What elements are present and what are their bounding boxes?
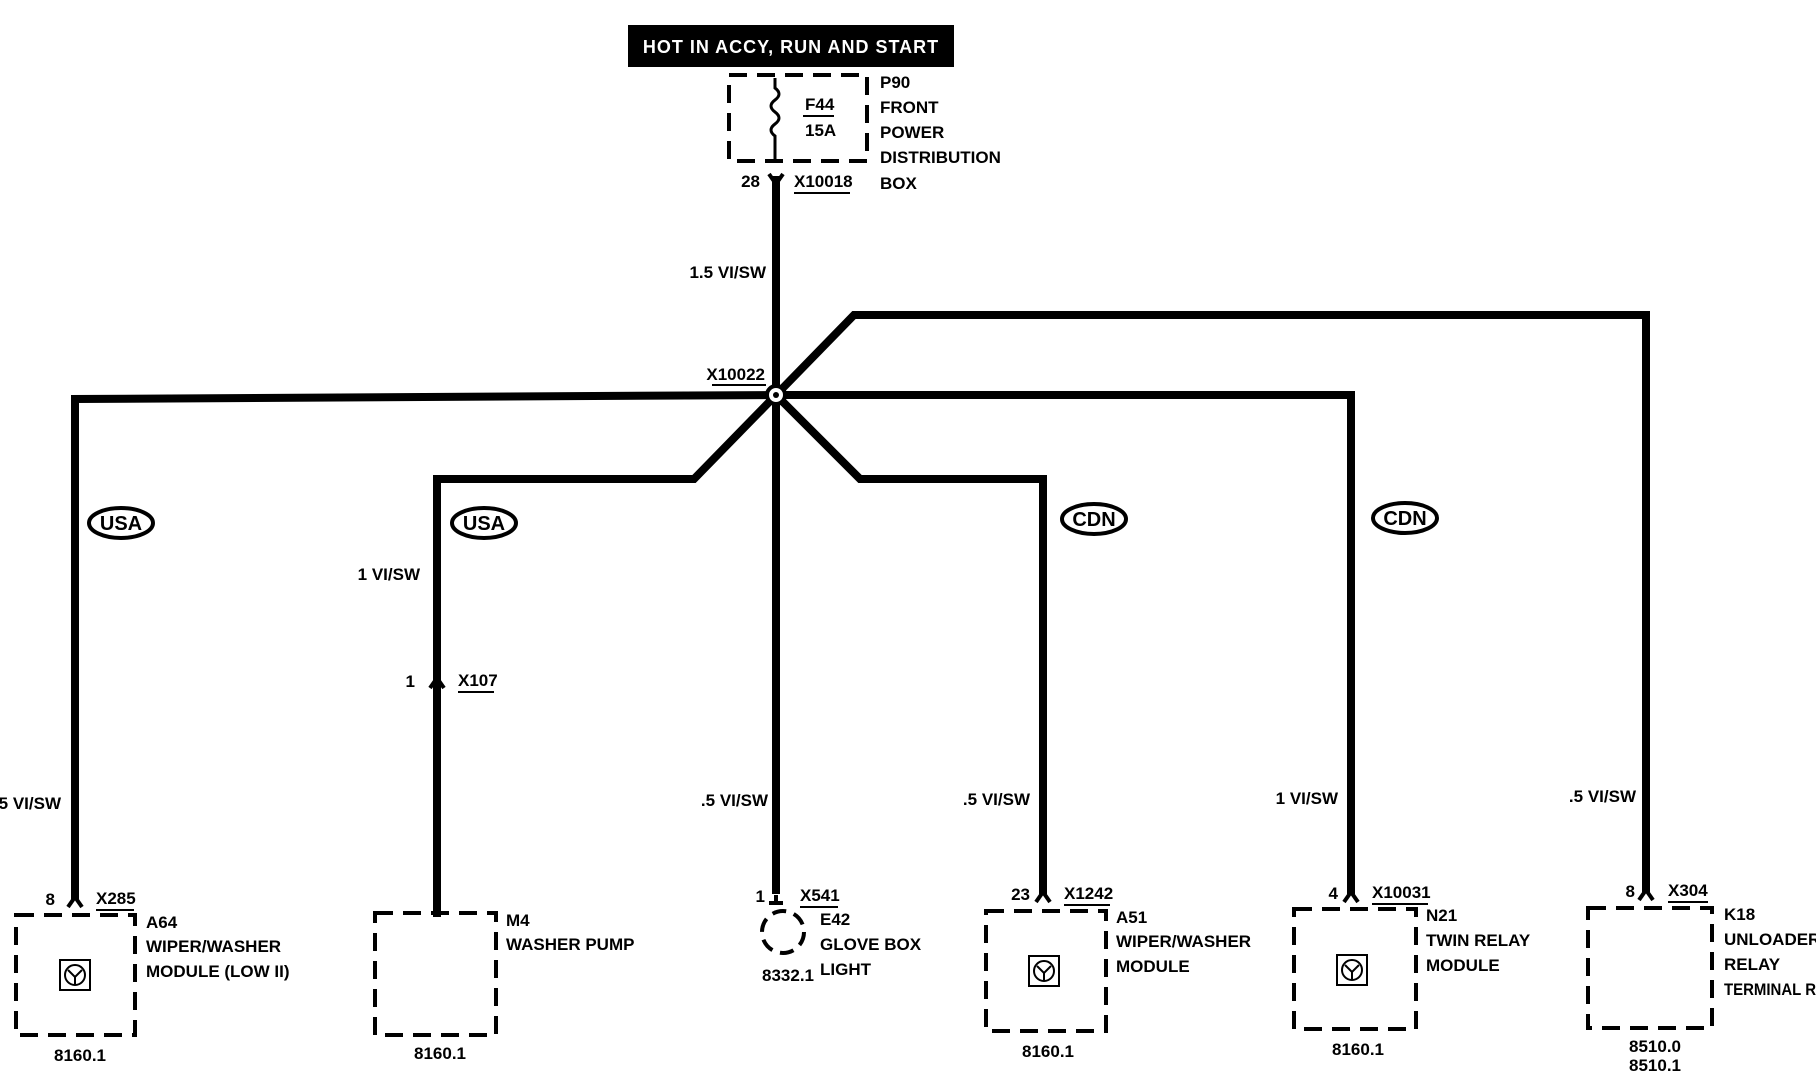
region-label-m4: USA: [463, 513, 505, 535]
pin-k18: 8: [1626, 882, 1635, 901]
fuse-symbol: [769, 78, 781, 160]
fuse-box-name-2: POWER: [880, 123, 944, 142]
region-label-a51: CDN: [1072, 509, 1115, 531]
component-name-k18-3: TERMINAL R: [1724, 980, 1816, 999]
connector-k18: X304: [1668, 881, 1708, 900]
region-oval-n21: [1371, 501, 1439, 535]
wire-n21: [772, 391, 1355, 894]
ref-k18-2: 8510.1: [1629, 1056, 1681, 1072]
region-oval-a64: [87, 506, 155, 540]
component-box-n21: [1292, 907, 1418, 1031]
ref-k18-1: 8510.0: [1629, 1037, 1681, 1056]
module-icon-n21: [1336, 954, 1368, 986]
component-name-n21-1: TWIN RELAY: [1426, 931, 1531, 950]
hot-banner: [628, 25, 954, 67]
fuse-box-name-1: FRONT: [880, 98, 939, 117]
wire-a64: [71, 390, 781, 899]
component-id-e42: E42: [820, 910, 850, 929]
hot-banner-text: HOT IN ACCY, RUN AND START: [643, 37, 939, 57]
ref-n21: 8160.1: [1332, 1040, 1384, 1059]
wire-label-a51: .5 VI/SW: [963, 790, 1031, 809]
component-name-k18-2: RELAY: [1724, 955, 1781, 974]
fuse-rating: 15A: [805, 121, 836, 140]
pin-a64: 8: [46, 890, 55, 909]
pin-a51: 23: [1011, 885, 1030, 904]
wire-label-n21: 1 VI/SW: [1276, 789, 1339, 808]
fuse-box-name-3: DISTRIBUTION: [880, 148, 1001, 167]
component-name-n21-2: MODULE: [1426, 956, 1500, 975]
connector-e42: X541: [800, 886, 840, 905]
main-wire-label: 1.5 VI/SW: [689, 263, 766, 282]
module-icon-a64: [59, 959, 91, 991]
fuse-box-connector: X10018: [794, 172, 853, 191]
inline-connector-m4: X107: [458, 671, 498, 690]
component-name-e42-2: LIGHT: [820, 960, 872, 979]
wire-label-a64: .5 VI/SW: [0, 794, 62, 813]
region-label-n21: CDN: [1383, 508, 1426, 530]
connector-symbol-n21: [1342, 888, 1360, 904]
wire-label-m4: 1 VI/SW: [358, 565, 421, 584]
region-label-a64: USA: [100, 513, 142, 535]
component-box-a51: [984, 909, 1108, 1033]
ref-m4: 8160.1: [414, 1044, 466, 1063]
component-id-k18: K18: [1724, 905, 1755, 924]
connector-symbol-k18: [1637, 886, 1655, 902]
connector-a64: X285: [96, 889, 136, 908]
component-id-a64: A64: [146, 913, 178, 932]
splice-center: [773, 392, 779, 398]
component-name-a51-2: MODULE: [1116, 957, 1190, 976]
component-name-e42-1: GLOVE BOX: [820, 935, 922, 954]
fuse-box-outline: [727, 73, 869, 163]
component-id-a51: A51: [1116, 908, 1147, 927]
fuse-box-pin: 28: [741, 172, 760, 191]
component-name-a64-2: MODULE (LOW II): [146, 962, 290, 981]
connector-symbol-a64: [66, 893, 84, 909]
region-oval-m4: [450, 506, 518, 540]
component-box-k18: [1586, 906, 1714, 1030]
fuse-id: F44: [805, 95, 835, 114]
component-name-m4-1: WASHER PUMP: [506, 935, 634, 954]
wire-m4: [433, 389, 782, 917]
wire-a51: [770, 389, 1047, 894]
ref-a64: 8160.1: [54, 1046, 106, 1065]
light-bulb-icon-e42: [760, 909, 806, 955]
connector-symbol-m4: [428, 674, 446, 690]
component-name-a64-1: WIPER/WASHER: [146, 937, 281, 956]
connector-symbol-e42: [769, 895, 783, 905]
connector-a51: X1242: [1064, 884, 1113, 903]
ref-a51: 8160.1: [1022, 1042, 1074, 1061]
component-box-a64: [14, 913, 137, 1037]
region-oval-a51: [1060, 502, 1128, 536]
ref-e42: 8332.1: [762, 966, 814, 985]
component-box-m4: [373, 911, 498, 1037]
connector-n21: X10031: [1372, 883, 1431, 902]
splice-label: X10022: [706, 365, 765, 384]
component-name-k18-1: UNLOADER: [1724, 930, 1816, 949]
component-id-m4: M4: [506, 911, 530, 930]
module-icon-a51: [1028, 955, 1060, 987]
component-name-a51-1: WIPER/WASHER: [1116, 932, 1251, 951]
wire-label-k18: .5 VI/SW: [1569, 787, 1637, 806]
connector-symbol-a51: [1034, 888, 1052, 904]
fuse-box-name-4: BOX: [880, 174, 918, 193]
wire-k18: [770, 311, 1650, 892]
component-id-n21: N21: [1426, 906, 1457, 925]
inline-pin-m4: 1: [406, 672, 415, 691]
pin-e42: 1: [756, 887, 765, 906]
pin-n21: 4: [1329, 884, 1339, 903]
fuse-box-ref: P90: [880, 73, 910, 92]
wire-label-e42: .5 VI/SW: [701, 791, 769, 810]
